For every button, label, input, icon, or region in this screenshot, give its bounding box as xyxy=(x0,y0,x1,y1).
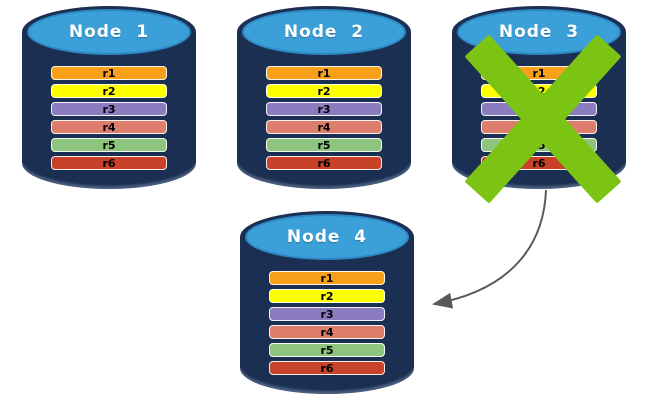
cylinder-cap: Node 3 xyxy=(457,9,621,55)
replica-label: r1 xyxy=(317,66,331,80)
replica-label: r6 xyxy=(532,156,546,170)
node-title: Node 1 xyxy=(68,22,150,42)
replica-list: r1 r2 r3 r4 r5 r6 xyxy=(269,271,385,379)
replica-bar-r3: r3 xyxy=(269,307,385,321)
node-2: Node 2 r1 r2 r3 r4 r5 r6 xyxy=(237,6,411,189)
arrow-curve xyxy=(432,189,547,309)
node-title: Node 4 xyxy=(286,227,368,247)
node-1: Node 1 r1 r2 r3 r4 r5 r6 xyxy=(22,6,196,189)
node-3: Node 3 r1 r2 r3 r4 r5 r6 xyxy=(452,6,626,204)
failure-x-icon xyxy=(464,34,622,204)
replica-bar-r5: r5 xyxy=(51,138,167,152)
replica-label: r4 xyxy=(317,120,331,134)
replica-bar-r6: r6 xyxy=(266,156,382,170)
replica-label: r2 xyxy=(320,289,334,303)
replica-bar-r3: r3 xyxy=(266,102,382,116)
cylinder-cap: Node 1 xyxy=(27,9,191,55)
replica-bar-r1: r1 xyxy=(269,271,385,285)
replica-label: r1 xyxy=(102,66,116,80)
replica-label: r3 xyxy=(102,102,116,116)
replica-bar-r2: r2 xyxy=(266,84,382,98)
replica-label: r6 xyxy=(102,156,116,170)
replica-label: r3 xyxy=(317,102,331,116)
replica-label: r2 xyxy=(317,84,331,98)
replica-label: r5 xyxy=(320,343,334,357)
replica-list: r1 r2 r3 r4 r5 r6 xyxy=(51,66,167,174)
cylinder-cap: Node 4 xyxy=(245,214,409,260)
replica-label: r3 xyxy=(320,307,334,321)
replica-label: r1 xyxy=(532,66,546,80)
replica-bar-r3: r3 xyxy=(51,102,167,116)
replica-label: r5 xyxy=(102,138,116,152)
node-title: Node 2 xyxy=(283,22,365,42)
node-4: Node 4 r1 r2 r3 r4 r5 r6 xyxy=(240,211,414,394)
replica-label: r4 xyxy=(102,120,116,134)
replica-bar-r5: r5 xyxy=(269,343,385,357)
replica-label: r1 xyxy=(320,271,334,285)
replica-label: r2 xyxy=(102,84,116,98)
replica-label: r5 xyxy=(317,138,331,152)
replica-bar-r1: r1 xyxy=(266,66,382,80)
replica-bar-r1: r1 xyxy=(51,66,167,80)
cylinder-cap: Node 2 xyxy=(242,9,406,55)
replica-bar-r6: r6 xyxy=(269,361,385,375)
replica-bar-r2: r2 xyxy=(51,84,167,98)
node-title: Node 3 xyxy=(498,22,580,42)
replica-label: r4 xyxy=(320,325,334,339)
replica-bar-r4: r4 xyxy=(51,120,167,134)
replica-bar-r5: r5 xyxy=(266,138,382,152)
replica-bar-r4: r4 xyxy=(269,325,385,339)
replica-list: r1 r2 r3 r4 r5 r6 xyxy=(266,66,382,174)
replica-label: r6 xyxy=(317,156,331,170)
replica-bar-r4: r4 xyxy=(266,120,382,134)
replica-bar-r2: r2 xyxy=(269,289,385,303)
replica-label: r6 xyxy=(320,361,334,375)
replica-bar-r6: r6 xyxy=(51,156,167,170)
